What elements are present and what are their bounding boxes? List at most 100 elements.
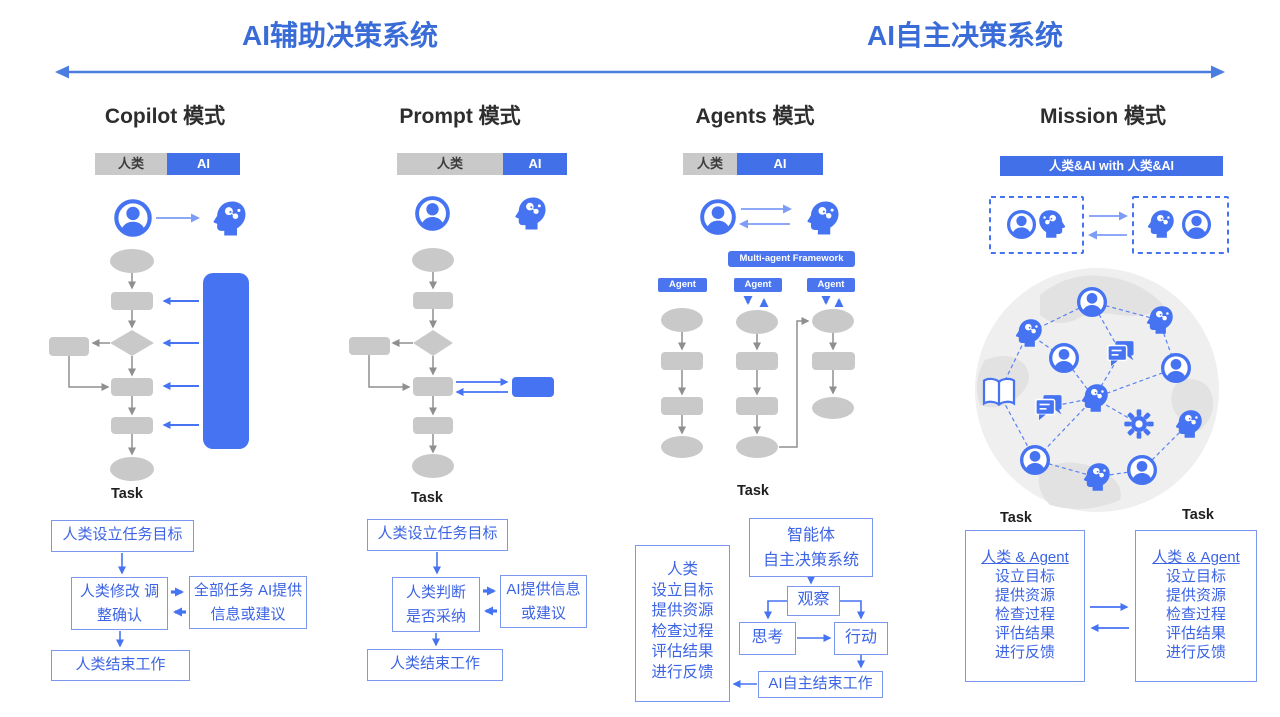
bar-human-segment: 人类 — [95, 153, 167, 175]
column-title-agents: Agents 模式 — [695, 105, 815, 128]
agents-human-icon — [702, 201, 734, 233]
agents-framework-arrows — [743, 296, 844, 307]
prompt-exchange-arrows — [455, 378, 509, 396]
copilot-flow-connectors — [68, 273, 136, 456]
box-line: 人类修改 调 — [79, 583, 160, 600]
bar-ai-segment: AI — [503, 153, 567, 175]
column-title-prompt: Prompt 模式 — [399, 105, 521, 128]
agent-label-1: Agent — [658, 278, 707, 292]
bar-human-segment: 人类 — [683, 153, 737, 175]
agents-think-box: 思考 — [739, 622, 796, 655]
copilot-ai-head-icon — [212, 200, 247, 237]
box-line: 人类 — [666, 561, 698, 578]
box-line: 人类判断 — [405, 584, 466, 601]
mission-globe — [975, 268, 1219, 512]
agents-observe-box: 观察 — [787, 586, 840, 616]
box-line: 整确认 — [96, 607, 142, 624]
agent-label-2: Agent — [734, 278, 782, 292]
box-line: 信息或建议 — [210, 606, 286, 623]
globe-gear-icon — [1124, 409, 1154, 439]
agents-bottom-arrows — [732, 576, 865, 688]
mission-right-team-box: 人类 & Agent 设立目标 提供资源 检查过程 评估结果 进行反馈 — [1135, 530, 1257, 682]
prompt-ai-head-icon — [514, 196, 547, 231]
agents-human-ai-arrows — [739, 204, 792, 229]
prompt-ai-provide-box: AI提供信息 或建议 — [500, 575, 587, 628]
bar-ai-segment: AI — [737, 153, 823, 175]
agents-lane-connectors — [678, 317, 837, 448]
agents-human-box: 人类 设立目标 提供资源 检查过程 评估结果 进行反馈 — [635, 545, 730, 702]
task-label-mission-left: Task — [1000, 510, 1032, 526]
box-line: 评估结果 — [1165, 625, 1226, 642]
mission-team-left-box — [989, 196, 1084, 254]
copilot-flowchart — [49, 249, 154, 481]
box-line: AI提供信息 — [506, 581, 581, 598]
spectrum-axis-arrow — [55, 65, 1225, 79]
prompt-judge-box: 人类判断 是否采纳 — [392, 577, 480, 632]
mission-right-ai-head-icon — [1147, 209, 1175, 239]
box-line: 提供资源 — [994, 587, 1055, 604]
task-label-agents: Task — [737, 483, 769, 499]
task-label-mission-right: Task — [1182, 507, 1214, 523]
box-line: 检查过程 — [651, 622, 714, 640]
copilot-modify-box: 人类修改 调 整确认 — [71, 577, 168, 630]
box-line: 人类 & Agent — [981, 549, 1069, 566]
copilot-bottom-arrows — [116, 553, 186, 648]
agents-lane-shapes — [661, 308, 855, 458]
agents-ai-head-icon — [806, 200, 840, 236]
agents-end-box: AI自主结束工作 — [758, 671, 883, 698]
ratio-bar-copilot: 人类 AI — [95, 153, 240, 175]
ratio-bar-mission: 人类&AI with 人类&AI — [1000, 156, 1223, 176]
mission-left-team-box: 人类 & Agent 设立目标 提供资源 检查过程 评估结果 进行反馈 — [965, 530, 1085, 682]
box-line: 检查过程 — [1165, 606, 1226, 623]
prompt-flowchart — [349, 248, 454, 478]
box-line: 提供资源 — [1165, 587, 1226, 604]
prompt-flow-connectors — [368, 272, 437, 454]
box-line: 提供资源 — [651, 602, 714, 619]
box-line: 人类 & Agent — [1152, 549, 1240, 566]
mission-team-right-box — [1132, 196, 1229, 254]
box-line: 进行反馈 — [651, 663, 714, 681]
globe-book-icon — [982, 377, 1016, 406]
prompt-ai-suggestion-box — [512, 377, 554, 397]
box-line: 评估结果 — [994, 625, 1055, 642]
box-line: 全部任务 AI提供 — [193, 582, 303, 599]
box-line: 评估结果 — [651, 643, 714, 660]
prompt-bottom-arrows — [432, 552, 497, 647]
box-line: 设立目标 — [994, 568, 1055, 585]
box-line: 或建议 — [520, 605, 566, 622]
prompt-end-box: 人类结束工作 — [367, 649, 503, 681]
box-line: 是否采纳 — [405, 608, 466, 625]
task-label-prompt: Task — [411, 490, 443, 506]
box-line: 设立目标 — [651, 581, 714, 599]
box-line: 进行反馈 — [1165, 644, 1226, 661]
agents-system-box: 智能体 自主决策系统 — [749, 518, 873, 577]
mission-right-human-icon — [1184, 212, 1210, 238]
multi-agent-framework-label: Multi-agent Framework — [728, 251, 855, 267]
mission-bottom-arrows — [1090, 603, 1129, 632]
mission-left-human-icon — [1009, 212, 1035, 238]
bar-ai-segment: AI — [167, 153, 240, 175]
copilot-human-icon — [116, 201, 149, 234]
copilot-end-box: 人类结束工作 — [51, 650, 190, 681]
box-line: 设立目标 — [1165, 568, 1226, 585]
box-line: 进行反馈 — [994, 644, 1055, 661]
prompt-goal-box: 人类设立任务目标 — [367, 519, 508, 551]
agent-label-3: Agent — [807, 278, 855, 292]
column-title-copilot: Copilot 模式 — [104, 105, 226, 128]
prompt-human-icon — [417, 198, 448, 229]
copilot-ai-provide-box: 全部任务 AI提供 信息或建议 — [189, 576, 307, 629]
mission-team-exchange-arrows — [1088, 211, 1128, 240]
box-line: 检查过程 — [994, 606, 1055, 623]
bar-human-segment: 人类 — [397, 153, 503, 175]
header-left-title: AI辅助决策系统 — [241, 20, 438, 51]
copilot-goal-box: 人类设立任务目标 — [51, 520, 194, 552]
mission-left-ai-head-icon — [1038, 209, 1066, 239]
copilot-ai-panel — [203, 273, 249, 449]
box-line: 智能体 — [786, 527, 835, 544]
header-right-title: AI自主决策系统 — [866, 20, 1063, 51]
ratio-bar-prompt: 人类 AI — [397, 153, 567, 175]
box-line: 自主决策系统 — [762, 552, 859, 569]
copilot-ai-assist-arrows — [162, 297, 199, 429]
